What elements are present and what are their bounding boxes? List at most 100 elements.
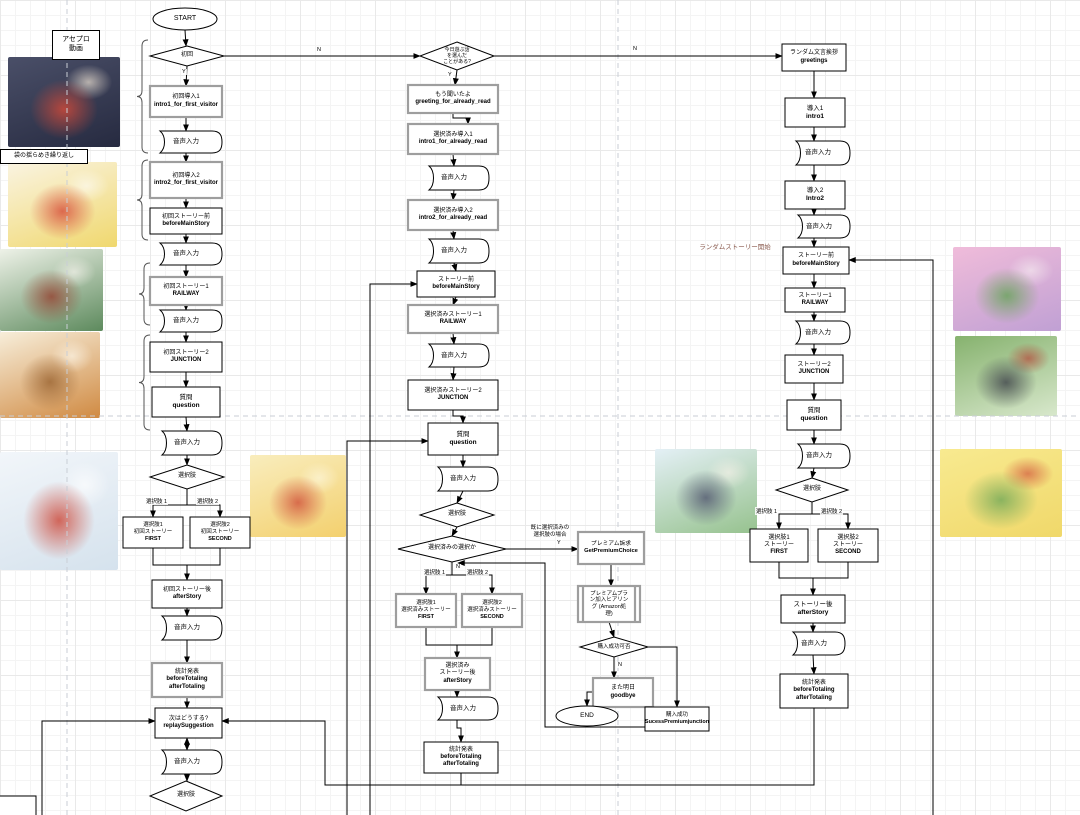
choice2-first-story-shape[interactable] [189,516,251,549]
story1-first-railway-shape[interactable] [148,275,224,307]
voice-input-node-shape[interactable] [427,343,490,368]
edge-label: N [455,564,461,570]
random-story-start-label[interactable]: ランダムストーリー開始 [699,244,771,252]
decision-already-selected-shape[interactable] [397,535,507,563]
edge-label: 選択肢 2 [196,497,220,505]
voice-input-node-shape[interactable] [158,309,223,333]
end-oval-shape[interactable] [555,705,619,727]
voice-input-node-shape[interactable] [796,214,851,239]
before-main-story-already-shape[interactable] [416,270,496,298]
intro2-already-read-shape[interactable] [406,198,500,232]
flow-connector [452,113,471,125]
intro1-already-read-shape[interactable] [406,122,500,156]
choice1-random-story-shape[interactable] [749,528,809,563]
flow-connector [450,153,457,167]
start-oval-shape[interactable] [152,7,218,31]
story2-already-junction-shape[interactable] [407,379,499,411]
illustration-village-pair[interactable] [655,449,757,533]
voice-input-node-shape[interactable] [158,242,223,266]
flow-connector [813,562,849,579]
voice-input-node-label: 音声入力 [173,317,199,325]
asepro-video-label[interactable]: アセプロ動画 [52,30,100,60]
story1-random-railway-shape[interactable] [784,287,846,313]
voice-input-node-shape[interactable] [160,749,223,775]
decision-first-time-shape[interactable] [148,45,226,67]
edge-label: Y [556,540,562,546]
question-first-shape[interactable] [151,386,221,418]
choice2-random-story-shape[interactable] [817,528,879,563]
replay-suggestion-shape[interactable] [154,707,223,739]
flow-connector [584,691,593,707]
illustration-red-riding-hood-dark[interactable] [8,57,120,147]
choice-first-diamond-shape[interactable] [148,464,226,490]
voice-input-node-shape[interactable] [794,140,851,166]
flow-connector [452,574,495,595]
choice1-already-story-shape[interactable] [394,592,458,629]
intro2-random-shape[interactable] [784,180,846,210]
get-premium-choice-shape[interactable] [576,530,646,566]
voice-input-node-shape[interactable] [427,165,490,191]
illustration-mother-and-child[interactable] [250,455,346,537]
start-oval-label: START [173,14,197,22]
illustration-red-riding-hood-glow[interactable] [8,162,117,247]
greeting-already-read-shape[interactable] [406,83,500,115]
goodbye-shape[interactable] [591,676,655,709]
voice-input-node-label: 音声入力 [174,758,200,766]
story2-random-junction-shape[interactable] [784,354,844,384]
intro1-first-visitor-shape[interactable] [148,84,224,119]
voice-input-node-label: 音声入力 [441,351,467,359]
choice-replay-diamond-shape[interactable] [148,780,224,812]
after-story-already-shape[interactable] [423,656,492,692]
already-selected-case-label[interactable]: 既に選択済みの選択肢の場合 [530,525,570,538]
intro1-random-shape[interactable] [784,97,846,128]
before-main-story-first-shape[interactable] [149,207,223,235]
greetings-random-shape[interactable] [781,43,847,72]
decision-purchase-success-shape[interactable] [578,636,650,658]
voice-input-node-shape[interactable] [427,238,490,264]
illustration-turkey-dinner[interactable] [0,332,100,418]
choice2-already-story-shape[interactable] [460,592,524,629]
voice-input-node-shape[interactable] [791,631,846,656]
illustration-soldier[interactable] [955,336,1057,416]
success-premium-junction-shape[interactable] [644,706,710,732]
partial-box-bottom-left-shape[interactable] [0,795,37,815]
bag-flicker-label[interactable]: 袋の揺らめき繰り返し [0,149,88,164]
choice-already-diamond-shape[interactable] [418,502,496,528]
voice-input-node-shape[interactable] [436,696,499,721]
story2-first-junction-shape[interactable] [149,341,223,373]
choice-random-diamond-shape[interactable] [774,477,850,503]
illustration-green-fairy-crowd[interactable] [953,247,1061,331]
voice-input-node-shape[interactable] [160,430,223,456]
illustration-snowy-house[interactable] [0,452,118,570]
question-already-shape[interactable] [427,422,499,456]
illustration-piper-crowd[interactable] [940,449,1062,537]
after-story-first-shape[interactable] [151,579,223,609]
totaling-first-shape[interactable] [150,661,224,699]
voice-input-node-shape[interactable] [796,443,851,469]
story1-already-railway-shape[interactable] [406,303,500,335]
intro2-first-visitor-shape[interactable] [148,160,224,200]
totaling-random-shape[interactable] [779,673,849,709]
after-story-random-shape[interactable] [780,594,846,624]
before-main-story-random-shape[interactable] [782,246,850,275]
voice-input-node-shape[interactable] [158,130,223,154]
decision-story-chosen-today-shape[interactable] [418,41,496,71]
choice1-first-story-shape[interactable] [122,516,184,549]
totaling-already-shape[interactable] [423,741,499,774]
grouping-bracket [138,262,151,326]
flow-connector [450,229,457,240]
voice-input-node-shape[interactable] [160,615,223,641]
voice-input-node-shape[interactable] [794,320,851,345]
question-random-shape[interactable] [786,399,842,431]
voice-input-node-shape[interactable] [436,466,499,492]
premium-plan-hearing-shape[interactable] [576,584,642,624]
illustration-christmas-door[interactable] [0,249,103,331]
